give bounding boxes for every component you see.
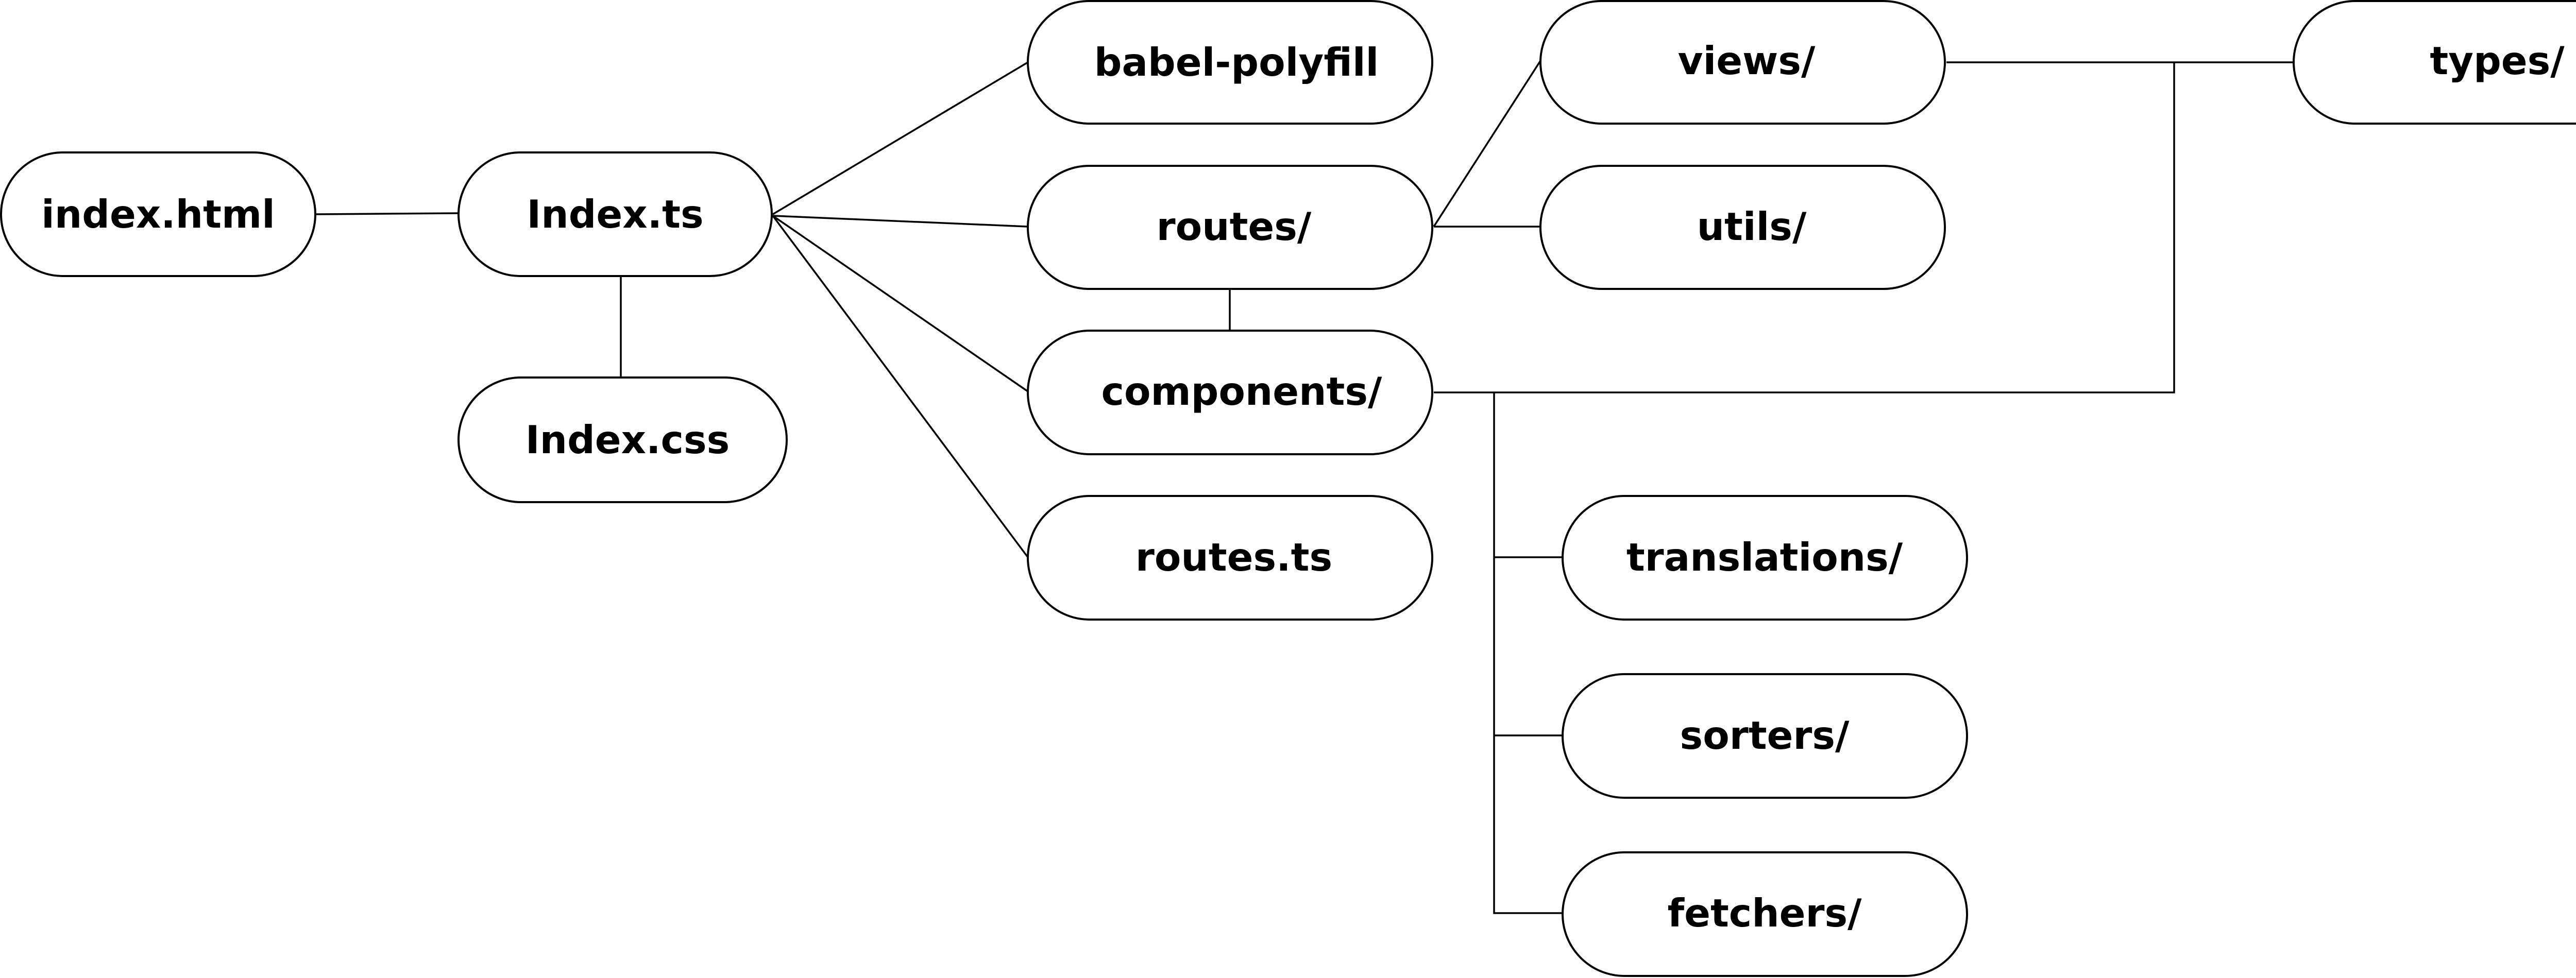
edge-routes-views bbox=[1433, 60, 1541, 227]
node-label: routes.ts bbox=[1136, 535, 1332, 580]
node-index-ts: Index.ts bbox=[457, 151, 773, 277]
node-index-css: Index.css bbox=[457, 376, 788, 503]
node-label: fetchers/ bbox=[1667, 890, 1862, 936]
edge-index-ts-babel-polyfill bbox=[772, 61, 1028, 215]
node-label: index.html bbox=[41, 192, 275, 237]
node-views-dir: views/ bbox=[1539, 0, 1946, 125]
node-translations-dir: translations/ bbox=[1562, 495, 1968, 621]
node-sorters-dir: sorters/ bbox=[1562, 673, 1968, 799]
node-utils-dir: utils/ bbox=[1539, 165, 1946, 290]
edge-index-ts-routes bbox=[772, 215, 1028, 228]
node-label: translations/ bbox=[1626, 535, 1903, 580]
node-label: types/ bbox=[2430, 38, 2565, 83]
node-label: utils/ bbox=[1697, 204, 1807, 249]
node-label: sorters/ bbox=[1680, 713, 1850, 758]
node-routes-ts: routes.ts bbox=[1027, 495, 1433, 621]
edge-components-fetchers-trunk bbox=[1493, 392, 1563, 914]
node-types-dir: types/ bbox=[2293, 0, 2576, 125]
edge-index-ts-routes-ts bbox=[772, 215, 1029, 558]
node-components-dir: components/ bbox=[1027, 330, 1433, 455]
node-label: views/ bbox=[1678, 38, 1816, 83]
connectors bbox=[315, 60, 2294, 914]
node-label: routes/ bbox=[1157, 204, 1312, 249]
edge-components-types bbox=[1434, 62, 2175, 393]
node-label: babel-polyfill bbox=[1094, 40, 1379, 85]
node-fetchers-dir: fetchers/ bbox=[1562, 851, 1968, 977]
node-babel-polyfill: babel-polyfill bbox=[1027, 0, 1433, 125]
node-routes-dir: routes/ bbox=[1027, 165, 1433, 290]
node-label: Index.css bbox=[526, 417, 730, 462]
node-label: components/ bbox=[1101, 369, 1382, 414]
edge-index-html-index-ts bbox=[315, 212, 459, 215]
node-label: Index.ts bbox=[527, 192, 703, 237]
node-index-html: index.html bbox=[0, 151, 316, 277]
edge-index-ts-components bbox=[772, 215, 1028, 392]
